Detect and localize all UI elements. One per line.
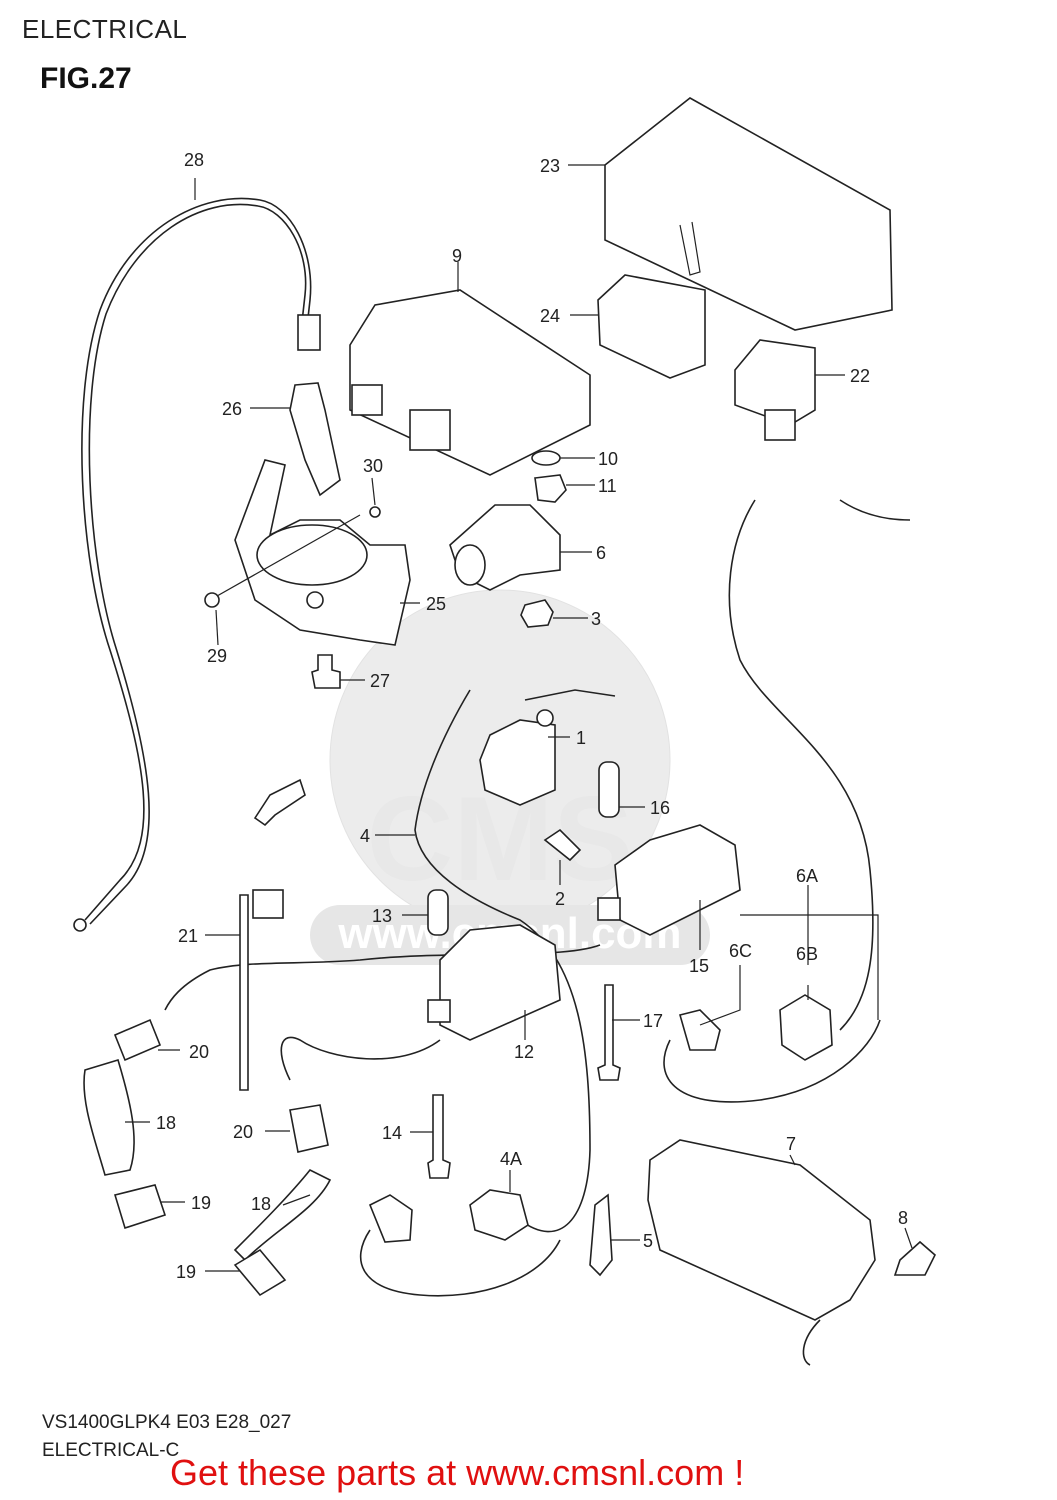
callout-14: 14 <box>382 1123 402 1143</box>
part-18-hose-2 <box>233 1168 332 1262</box>
callout-6A: 6A <box>796 866 818 886</box>
callout-20: 20 <box>189 1042 209 1062</box>
part-13-sleeve <box>427 889 449 936</box>
callout-25: 25 <box>426 594 446 614</box>
part-4A-connector <box>368 1194 413 1243</box>
part-23-cover <box>604 97 893 331</box>
callout-3: 3 <box>591 609 601 629</box>
part-17-bolt <box>597 984 621 1081</box>
part-29-screw <box>204 592 220 608</box>
callout-labels: 28 23 9 24 22 26 30 10 11 6 25 29 3 27 1… <box>156 150 908 1282</box>
callout-12: 12 <box>514 1042 534 1062</box>
callout-2: 2 <box>555 889 565 909</box>
part-25-sensor <box>234 459 411 646</box>
part-11-nut <box>534 474 567 503</box>
part-8-bolt <box>893 1240 936 1276</box>
callout-9: 9 <box>452 246 462 266</box>
part-12-ignition-coil <box>280 924 561 1081</box>
callout-23: 23 <box>540 156 560 176</box>
callout-21: 21 <box>178 926 198 946</box>
leader-lines <box>125 164 913 1272</box>
part-19-boot-2 <box>233 1248 287 1297</box>
callout-5: 5 <box>643 1231 653 1251</box>
fwd-arrow-icon <box>253 778 306 827</box>
part-6A-harness <box>663 499 911 1103</box>
part-18-hose <box>83 1059 135 1176</box>
part-14-bolt <box>427 1094 451 1179</box>
part-30-washer <box>369 506 381 518</box>
part-6C-connector <box>679 1009 721 1051</box>
part-4A-sensor <box>469 1189 529 1241</box>
part-26-bracket <box>289 382 341 497</box>
part-16-sleeve <box>598 761 620 818</box>
callout-4: 4 <box>360 826 370 846</box>
callout-28: 28 <box>184 150 204 170</box>
part-21-cable-tie <box>239 894 249 1091</box>
part-20-plug-cap-2 <box>289 1104 329 1153</box>
part-20-plug-cap <box>113 1018 162 1062</box>
callout-18-b: 18 <box>251 1194 271 1214</box>
part-10-washer <box>531 450 561 466</box>
callout-6: 6 <box>596 543 606 563</box>
part-5-clamp <box>589 1193 613 1277</box>
callout-26: 26 <box>222 399 242 419</box>
callout-20-b: 20 <box>233 1122 253 1142</box>
part-28-cable <box>73 197 321 932</box>
cta-link[interactable]: Get these parts at www.cmsnl.com ! <box>170 1452 745 1493</box>
callout-17: 17 <box>643 1011 663 1031</box>
part-1-starter-relay <box>479 689 616 806</box>
part-4-wire <box>414 689 591 1233</box>
callout-15: 15 <box>689 956 709 976</box>
callout-29: 29 <box>207 646 227 666</box>
page-header: ELECTRICAL <box>22 14 188 44</box>
part-7-regulator <box>647 1139 876 1321</box>
callout-13: 13 <box>372 906 392 926</box>
model-code: VS1400GLPK4 E03 E28_027 <box>42 1412 292 1433</box>
callout-22: 22 <box>850 366 870 386</box>
callout-8: 8 <box>898 1208 908 1228</box>
callout-10: 10 <box>598 449 618 469</box>
callout-19: 19 <box>191 1193 211 1213</box>
part-2-screw <box>543 828 582 862</box>
figure-number: FIG.27 <box>40 62 132 95</box>
callout-27: 27 <box>370 671 390 691</box>
callout-16: 16 <box>650 798 670 818</box>
part-27-bolt <box>311 654 341 689</box>
callout-30: 30 <box>363 456 383 476</box>
part-3-nut <box>520 599 554 628</box>
callout-18: 18 <box>156 1113 176 1133</box>
part-19-boot <box>113 1184 167 1230</box>
callout-24: 24 <box>540 306 560 326</box>
callout-7: 7 <box>786 1134 796 1154</box>
part-24-relay <box>597 274 706 379</box>
callout-6C: 6C <box>729 941 752 961</box>
callout-6B: 6B <box>796 944 818 964</box>
part-22-relay <box>734 339 816 441</box>
part-6B-sensor <box>779 994 833 1061</box>
callout-1: 1 <box>576 728 586 748</box>
section-label: ELECTRICAL-C <box>42 1440 180 1461</box>
part-9-ecu <box>349 289 591 476</box>
callout-4A: 4A <box>500 1149 522 1169</box>
callout-11: 11 <box>598 476 617 496</box>
callout-19-b: 19 <box>176 1262 196 1282</box>
